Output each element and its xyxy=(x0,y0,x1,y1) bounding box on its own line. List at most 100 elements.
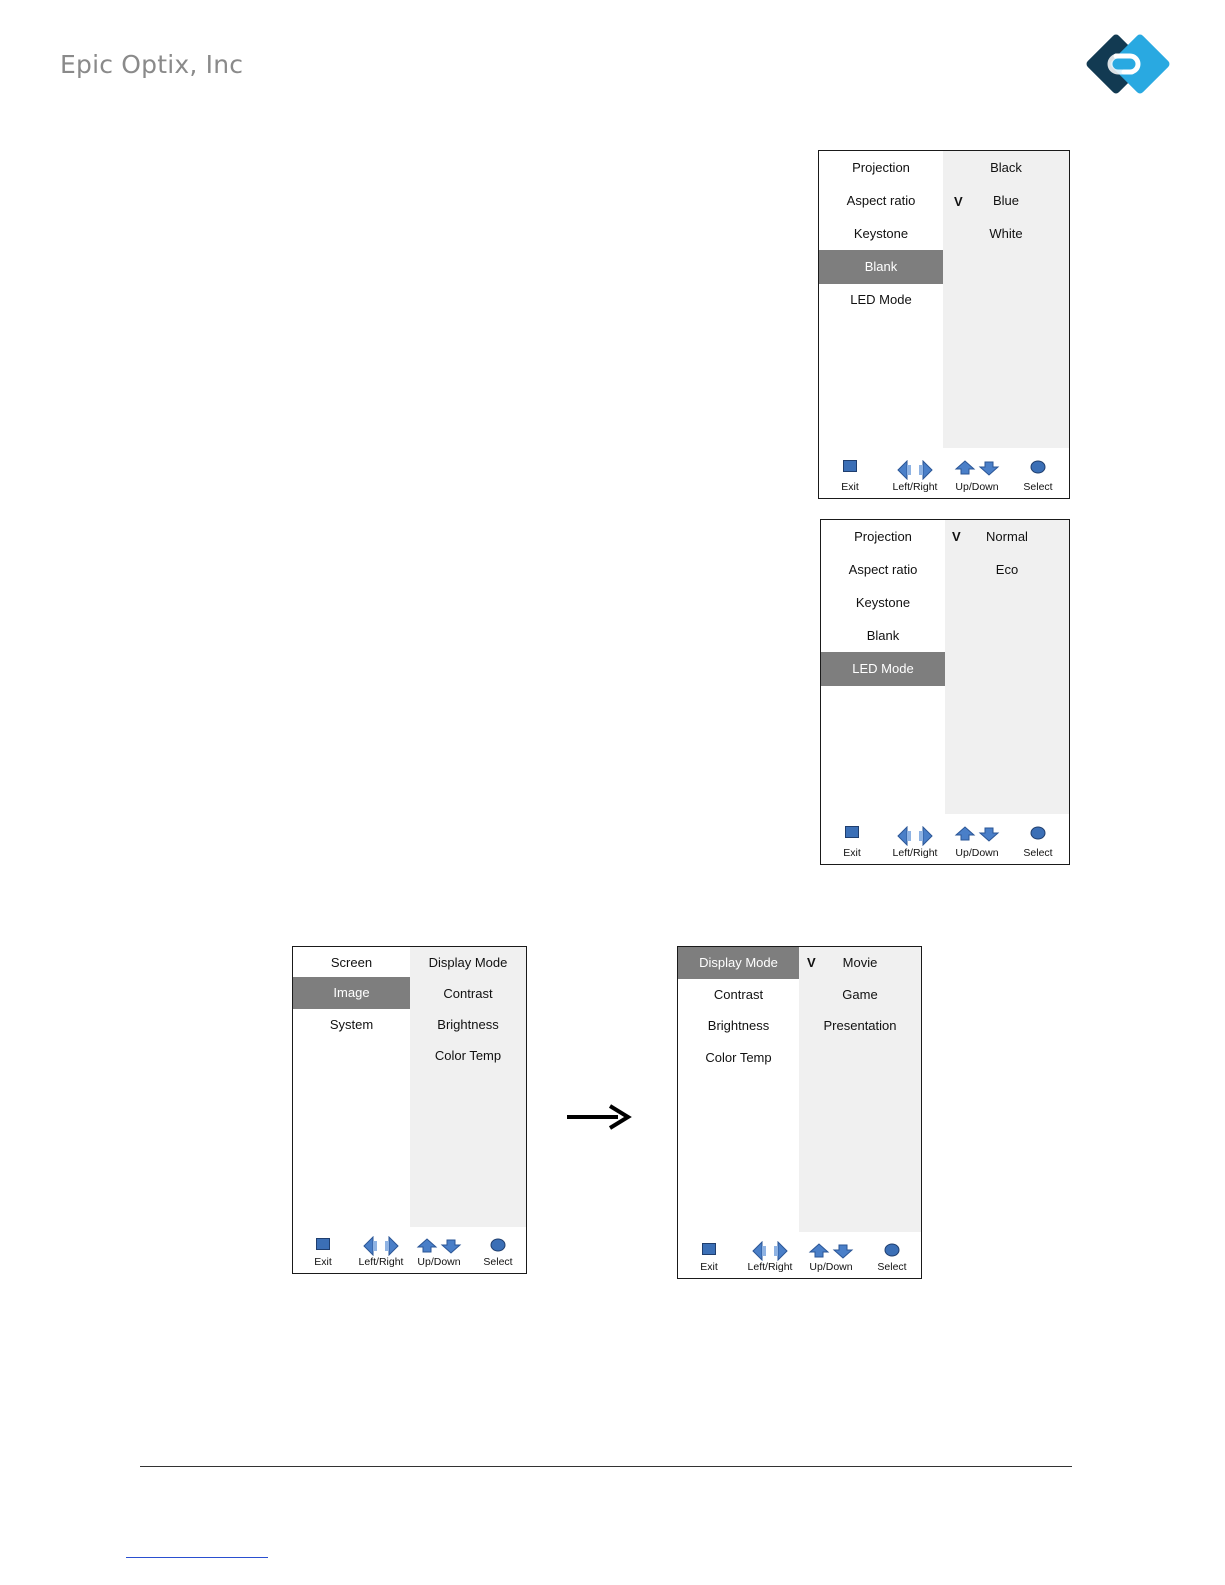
option-white[interactable]: White xyxy=(989,226,1023,241)
up-down-label: Up/Down xyxy=(955,481,999,493)
up-down-arrows-icon xyxy=(808,1243,854,1259)
up-down-arrows-icon xyxy=(416,1238,462,1254)
left-right-label: Left/Right xyxy=(358,1256,404,1268)
select-control[interactable]: Select xyxy=(867,1232,917,1278)
exit-control[interactable]: Exit xyxy=(298,1227,348,1273)
left-right-label: Left/Right xyxy=(892,847,938,859)
menu-item-blank[interactable]: Blank xyxy=(819,250,943,284)
main-menu-list: Projection Aspect ratio Keystone Blank L… xyxy=(821,520,945,817)
up-down-control[interactable]: Up/Down xyxy=(409,1227,469,1273)
options-panel: V Black Blue White xyxy=(943,151,1069,450)
left-right-label: Left/Right xyxy=(892,481,938,493)
exit-control[interactable]: Exit xyxy=(827,814,877,864)
submenu-display-mode[interactable]: Display Mode xyxy=(678,947,799,979)
menu-item-blank[interactable]: Blank xyxy=(866,628,900,643)
circle-icon xyxy=(1030,826,1046,840)
up-down-label: Up/Down xyxy=(809,1261,853,1273)
image-submenu-list: Display Mode Contrast Brightness Color T… xyxy=(678,947,799,1232)
square-icon xyxy=(845,826,859,838)
control-legend: Exit Left/Right Up/Down Select xyxy=(678,1232,921,1278)
menu-item-projection[interactable]: Projection xyxy=(852,160,910,175)
menu-item-keystone[interactable]: Keystone xyxy=(853,226,909,241)
footer-divider xyxy=(140,1466,1072,1467)
led-mode-settings-menu: Projection Aspect ratio Keystone Blank L… xyxy=(820,519,1070,865)
left-right-control[interactable]: Left/Right xyxy=(885,448,945,498)
exit-control[interactable]: Exit xyxy=(825,448,875,498)
up-down-control[interactable]: Up/Down xyxy=(947,814,1007,864)
left-right-control[interactable]: Left/Right xyxy=(351,1227,411,1273)
option-presentation[interactable]: Presentation xyxy=(823,1018,897,1033)
left-right-label: Left/Right xyxy=(747,1261,793,1273)
footer-link-underline xyxy=(126,1557,268,1558)
submenu-contrast[interactable]: Contrast xyxy=(443,986,493,1001)
exit-label: Exit xyxy=(841,481,859,493)
exit-label: Exit xyxy=(700,1261,718,1273)
exit-control[interactable]: Exit xyxy=(684,1232,734,1278)
square-icon xyxy=(316,1238,330,1250)
option-movie[interactable]: Movie xyxy=(842,955,878,970)
left-right-control[interactable]: Left/Right xyxy=(740,1232,800,1278)
options-panel: V Normal Eco xyxy=(945,520,1069,817)
submenu-brightness[interactable]: Brightness xyxy=(437,1017,499,1032)
select-label: Select xyxy=(877,1261,907,1273)
submenu-color-temp[interactable]: Color Temp xyxy=(705,1050,772,1065)
left-right-arrows-icon xyxy=(897,826,933,846)
menu-item-image[interactable]: Image xyxy=(293,977,410,1009)
control-legend: Exit Left/Right Up/Down Select xyxy=(293,1227,526,1273)
option-eco[interactable]: Eco xyxy=(995,562,1019,577)
company-logo xyxy=(1086,34,1170,94)
menu-item-screen[interactable]: Screen xyxy=(330,955,373,970)
up-down-arrows-icon xyxy=(954,826,1000,842)
left-right-arrows-icon xyxy=(363,1236,399,1256)
square-icon xyxy=(843,460,857,472)
up-down-control[interactable]: Up/Down xyxy=(801,1232,861,1278)
select-control[interactable]: Select xyxy=(1013,814,1063,864)
select-control[interactable]: Select xyxy=(473,1227,523,1273)
option-game[interactable]: Game xyxy=(842,987,878,1002)
menu-item-led-mode[interactable]: LED Mode xyxy=(850,292,912,307)
left-right-control[interactable]: Left/Right xyxy=(885,814,945,864)
submenu-contrast[interactable]: Contrast xyxy=(713,987,764,1002)
control-legend: Exit Left/Right Up/Down Select xyxy=(819,448,1069,498)
option-normal[interactable]: Normal xyxy=(986,529,1028,544)
menu-item-keystone[interactable]: Keystone xyxy=(855,595,911,610)
check-mark: V xyxy=(954,194,963,209)
menu-item-led-mode[interactable]: LED Mode xyxy=(821,652,945,686)
option-black[interactable]: Black xyxy=(990,160,1022,175)
menu-item-projection[interactable]: Projection xyxy=(854,529,912,544)
select-control[interactable]: Select xyxy=(1013,448,1063,498)
exit-label: Exit xyxy=(314,1256,332,1268)
right-arrow-icon xyxy=(567,1104,632,1130)
image-settings-menu: Screen Image System Display Mode Contras… xyxy=(292,946,527,1274)
up-down-label: Up/Down xyxy=(417,1256,461,1268)
options-panel: V Movie Game Presentation xyxy=(799,947,921,1232)
square-icon xyxy=(702,1243,716,1255)
left-right-arrows-icon xyxy=(752,1241,788,1261)
check-mark: V xyxy=(952,529,961,544)
submenu-color-temp[interactable]: Color Temp xyxy=(434,1048,502,1063)
menu-item-system[interactable]: System xyxy=(329,1017,374,1032)
circle-icon xyxy=(1030,460,1046,474)
main-menu-list: Screen Image System xyxy=(293,947,410,1227)
select-label: Select xyxy=(483,1256,513,1268)
option-blue[interactable]: Blue xyxy=(992,193,1020,208)
select-label: Select xyxy=(1023,481,1053,493)
check-mark: V xyxy=(807,955,816,970)
control-legend: Exit Left/Right Up/Down Select xyxy=(821,814,1069,864)
up-down-arrows-icon xyxy=(954,460,1000,476)
up-down-label: Up/Down xyxy=(955,847,999,859)
submenu-brightness[interactable]: Brightness xyxy=(707,1018,770,1033)
menu-item-aspect-ratio[interactable]: Aspect ratio xyxy=(846,193,916,208)
submenu-display-mode[interactable]: Display Mode xyxy=(428,955,508,970)
circle-icon xyxy=(884,1243,900,1257)
circle-icon xyxy=(490,1238,506,1252)
company-name: Epic Optix, Inc xyxy=(60,50,244,79)
display-mode-settings-menu: Display Mode Contrast Brightness Color T… xyxy=(677,946,922,1279)
submenu-panel: Display Mode Contrast Brightness Color T… xyxy=(410,947,526,1227)
exit-label: Exit xyxy=(843,847,861,859)
select-label: Select xyxy=(1023,847,1053,859)
up-down-control[interactable]: Up/Down xyxy=(947,448,1007,498)
blank-settings-menu: Projection Aspect ratio Keystone Blank L… xyxy=(818,150,1070,499)
menu-item-aspect-ratio[interactable]: Aspect ratio xyxy=(848,562,918,577)
left-right-arrows-icon xyxy=(897,460,933,480)
